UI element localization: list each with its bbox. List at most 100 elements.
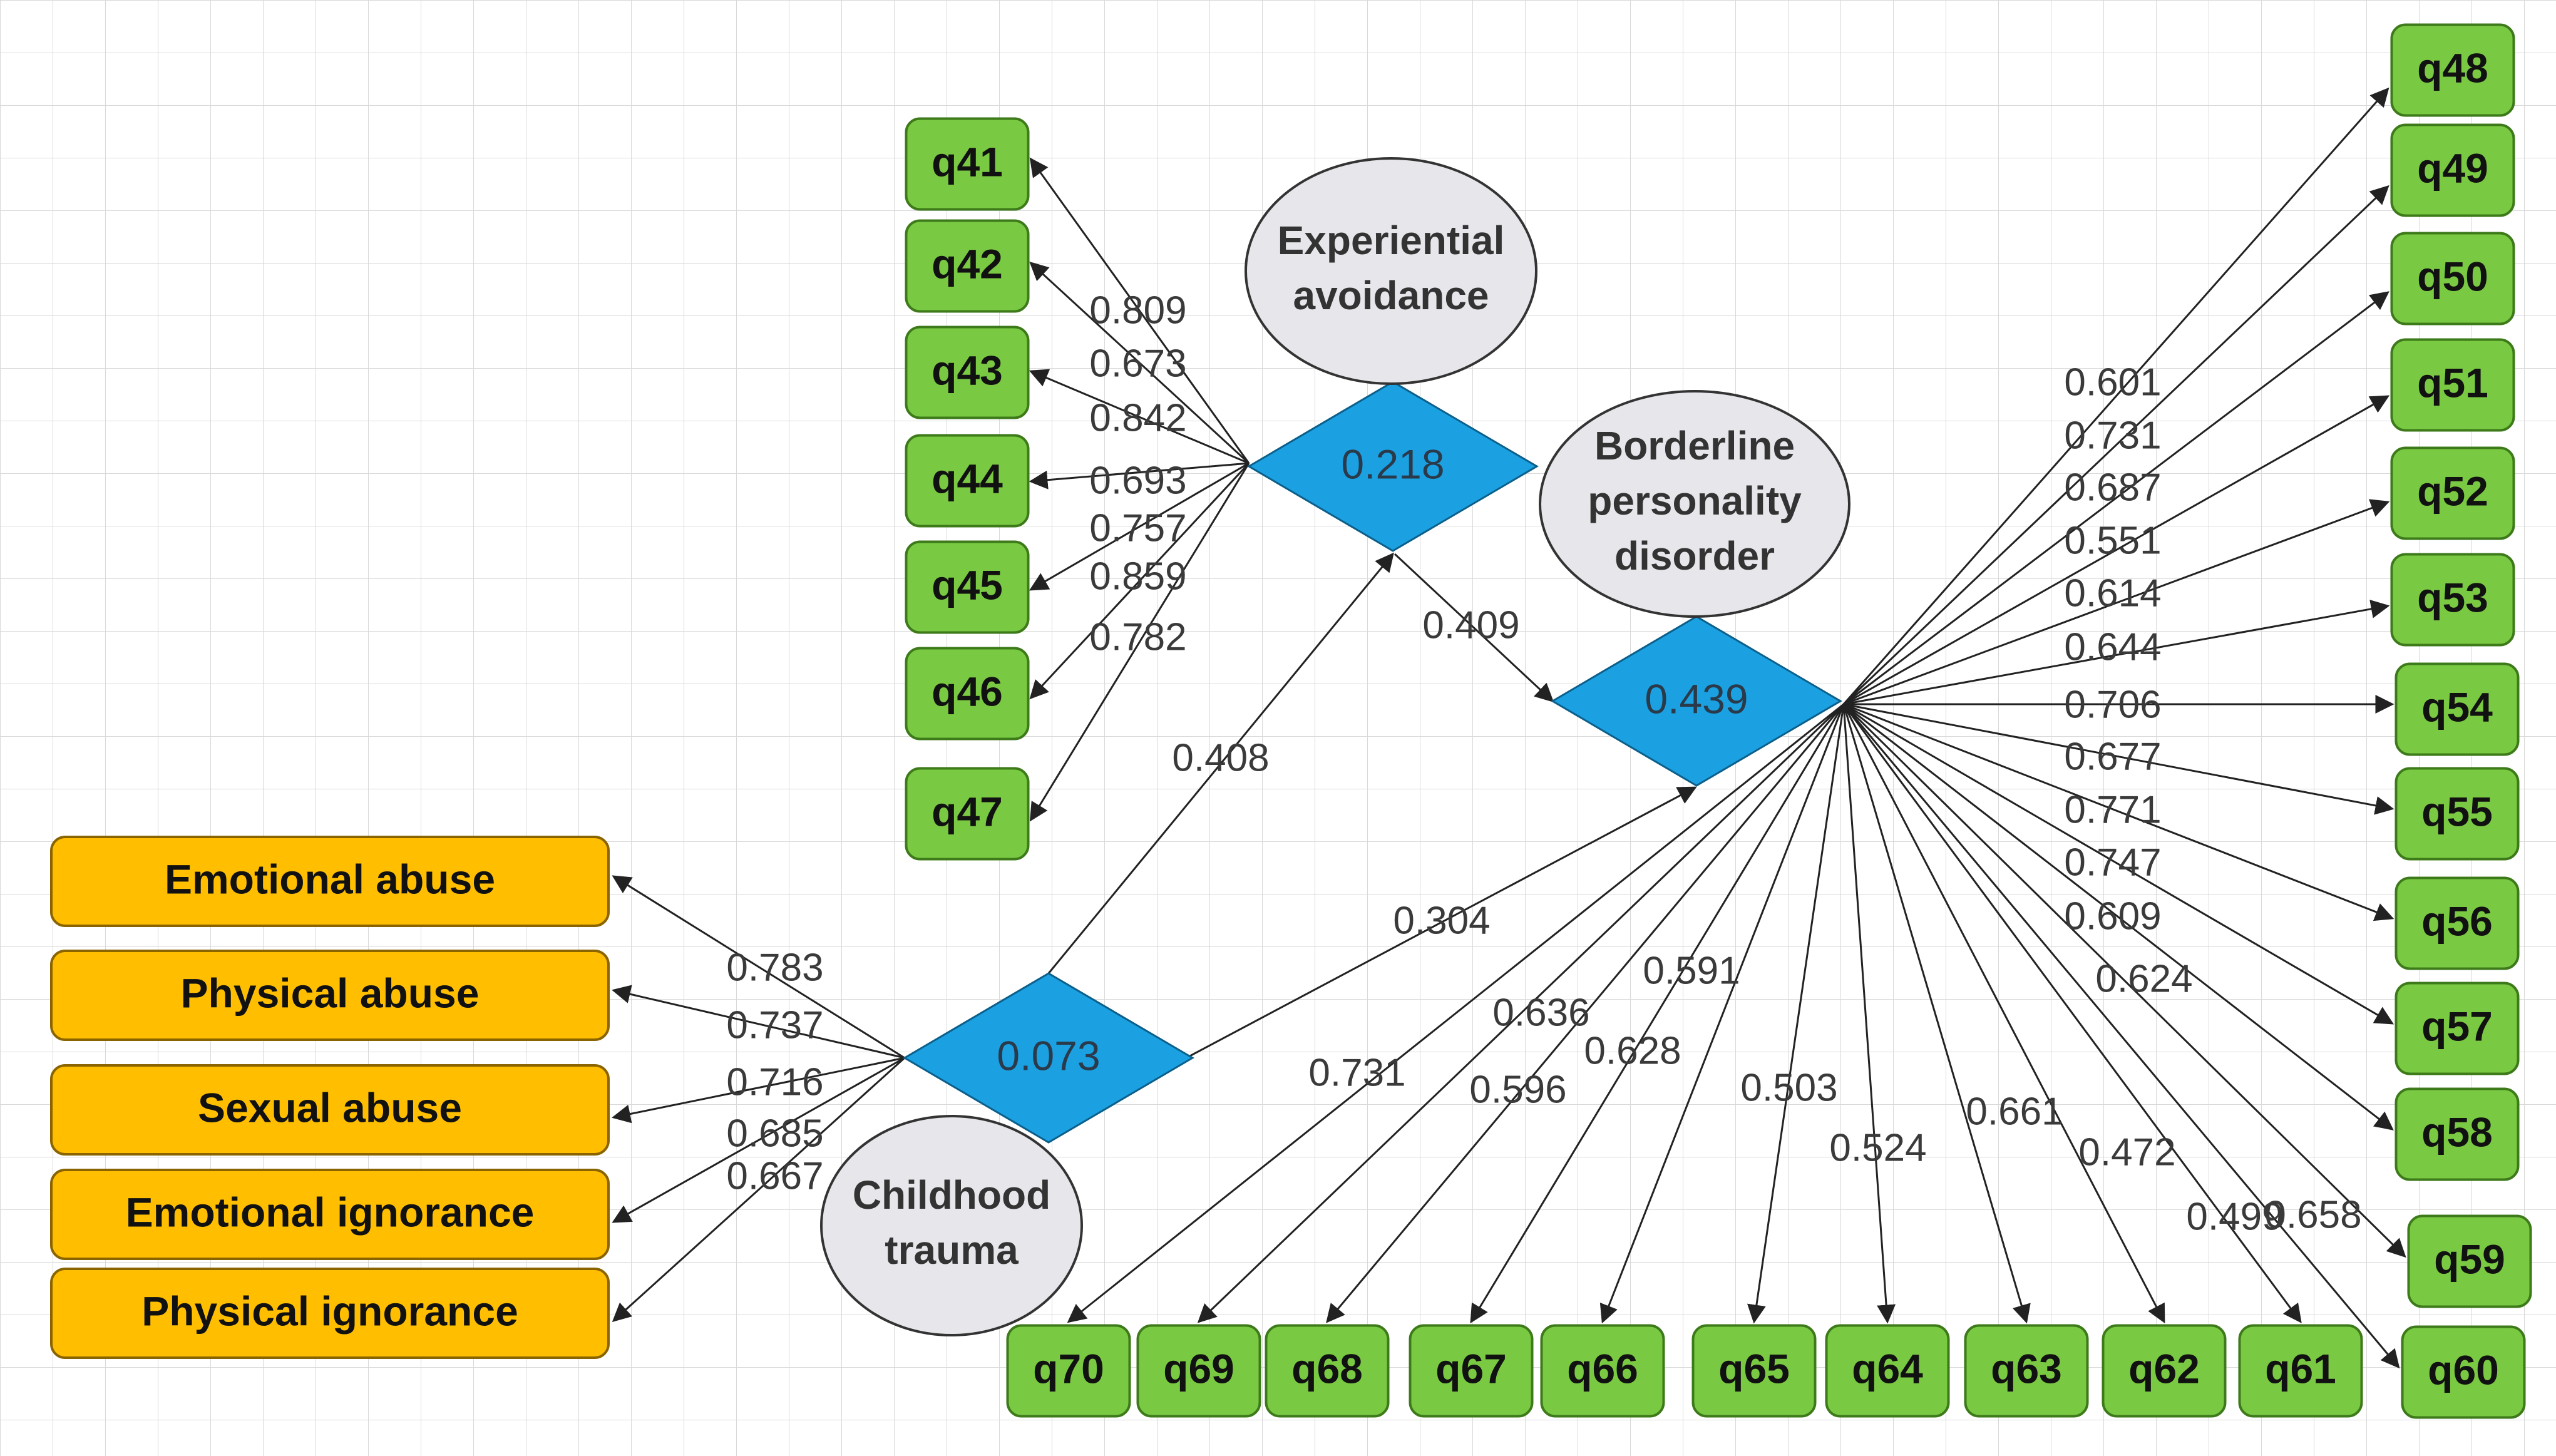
indicator-physical-abuse-label: Physical abuse xyxy=(181,970,480,1016)
loading-q49: 0.731 xyxy=(2064,414,2161,457)
indicator-q54-label: q54 xyxy=(2421,684,2493,730)
loading-arrow-q59 xyxy=(1842,703,2406,1258)
diamond-experiential-avoidance[interactable]: 0.218 xyxy=(1247,381,1539,552)
loading-arrow-q53 xyxy=(1843,600,2390,705)
ellipse-childhood-trauma-label-line: trauma xyxy=(885,1228,1019,1273)
loading-q52: 0.614 xyxy=(2064,572,2161,615)
indicator-q49[interactable]: q49 xyxy=(2390,123,2515,217)
indicator-q54[interactable]: q54 xyxy=(2394,662,2520,756)
indicator-physical-ignorance[interactable]: Physical ignorance xyxy=(50,1268,610,1359)
indicator-q70[interactable]: q70 xyxy=(1006,1324,1131,1418)
indicator-q68-label: q68 xyxy=(1291,1345,1363,1392)
indicator-q62-shape xyxy=(2102,1324,2227,1418)
loading-emotional-ignorance: 0.685 xyxy=(726,1112,823,1155)
indicator-q62[interactable]: q62 xyxy=(2102,1324,2227,1418)
diamond-borderline-personality-disorder[interactable]: 0.439 xyxy=(1551,615,1842,787)
indicator-emotional-ignorance-label: Emotional ignorance xyxy=(126,1189,535,1235)
indicator-q46-shape xyxy=(905,647,1030,741)
indicator-q55-label: q55 xyxy=(2421,788,2493,834)
indicator-q45[interactable]: q45 xyxy=(905,540,1030,634)
indicator-q55-shape xyxy=(2394,767,2520,861)
ellipse-childhood-trauma[interactable]: Childhood trauma xyxy=(820,1115,1083,1336)
loading-arrow-q51 xyxy=(1843,395,2390,705)
path-arrow-ct-to-ea xyxy=(1047,552,1394,974)
path-arrow-ea-to-bpd xyxy=(1393,553,1554,703)
indicator-q50[interactable]: q50 xyxy=(2390,232,2515,326)
indicator-q48[interactable]: q48 xyxy=(2390,23,2515,117)
nodes-layer: q41 q42 q43 q44 q45 q46 q47 q48 q49 q50 q51 q52 q53 q… xyxy=(50,23,2532,1419)
indicator-q47[interactable]: q47 xyxy=(905,767,1030,861)
indicator-physical-abuse[interactable]: Physical abuse xyxy=(50,950,610,1041)
loading-arrow-q49 xyxy=(1842,185,2389,705)
loading-q57: 0.747 xyxy=(2064,841,2161,884)
loading-arrow-q65 xyxy=(1747,704,1845,1324)
indicator-physical-ignorance-shape xyxy=(50,1268,610,1359)
indicator-q43-shape xyxy=(905,326,1030,419)
indicator-q58-label: q58 xyxy=(2421,1109,2493,1155)
indicator-q69[interactable]: q69 xyxy=(1136,1324,1261,1418)
indicator-q61[interactable]: q61 xyxy=(2238,1324,2363,1418)
indicator-q60[interactable]: q60 xyxy=(2401,1325,2526,1419)
loading-arrow-q55 xyxy=(1843,703,2394,815)
loading-q67: 0.628 xyxy=(1584,1029,1681,1072)
indicator-q42[interactable]: q42 xyxy=(905,219,1030,313)
loading-sexual-abuse: 0.716 xyxy=(726,1060,823,1104)
indicator-q43[interactable]: q43 xyxy=(905,326,1030,419)
indicator-q61-label: q61 xyxy=(2265,1345,2336,1392)
loading-arrow-emotional-abuse xyxy=(612,875,905,1059)
indicator-q57[interactable]: q57 xyxy=(2394,982,2520,1075)
indicator-q66[interactable]: q66 xyxy=(1540,1324,1665,1418)
indicator-q67[interactable]: q67 xyxy=(1409,1324,1534,1418)
indicator-q41-label: q41 xyxy=(932,138,1003,185)
indicator-q64[interactable]: q64 xyxy=(1825,1324,1950,1418)
diamond-childhood-trauma-shape xyxy=(903,972,1194,1144)
loading-q58: 0.609 xyxy=(2064,895,2161,938)
indicator-q61-shape xyxy=(2238,1324,2363,1418)
indicator-q64-shape xyxy=(1825,1324,1950,1418)
ellipse-childhood-trauma-shape xyxy=(820,1115,1083,1336)
indicator-q64-label: q64 xyxy=(1852,1345,1923,1392)
loading-q66: 0.591 xyxy=(1643,949,1740,992)
indicator-sexual-abuse[interactable]: Sexual abuse xyxy=(50,1064,610,1156)
loading-q63: 0.661 xyxy=(1966,1090,2063,1133)
indicator-q59[interactable]: q59 xyxy=(2407,1214,2532,1308)
indicator-q46[interactable]: q46 xyxy=(905,647,1030,741)
indicator-q51[interactable]: q51 xyxy=(2390,338,2515,432)
indicator-emotional-abuse[interactable]: Emotional abuse xyxy=(50,836,610,927)
indicator-q63[interactable]: q63 xyxy=(1964,1324,2089,1418)
indicator-q52[interactable]: q52 xyxy=(2390,446,2515,540)
ellipse-childhood-trauma-label-line: Childhood xyxy=(853,1172,1050,1218)
indicator-q55[interactable]: q55 xyxy=(2394,767,2520,861)
indicator-q69-shape xyxy=(1136,1324,1261,1418)
loading-arrow-q42 xyxy=(1029,261,1250,464)
loading-arrow-physical-ignorance xyxy=(612,1057,906,1323)
indicator-q62-label: q62 xyxy=(2128,1345,2200,1392)
indicator-q53[interactable]: q53 xyxy=(2390,553,2515,647)
loading-q64: 0.524 xyxy=(1829,1126,1926,1169)
loading-q48: 0.601 xyxy=(2064,361,2161,404)
loading-q65: 0.503 xyxy=(1740,1066,1837,1109)
indicator-q56[interactable]: q56 xyxy=(2394,876,2520,970)
indicator-q44[interactable]: q44 xyxy=(905,434,1030,528)
indicator-q45-label: q45 xyxy=(932,561,1003,608)
indicator-q50-label: q50 xyxy=(2417,253,2488,299)
loading-arrow-q64 xyxy=(1842,704,1896,1324)
indicator-q68[interactable]: q68 xyxy=(1265,1324,1390,1418)
loading-q51: 0.551 xyxy=(2064,519,2161,562)
indicator-q65[interactable]: q65 xyxy=(1691,1324,1817,1418)
diamond-childhood-trauma[interactable]: 0.073 xyxy=(903,972,1194,1144)
loading-q62: 0.472 xyxy=(2078,1130,2175,1174)
loading-arrow-q41 xyxy=(1029,157,1250,464)
indicator-q48-label: q48 xyxy=(2417,44,2488,91)
indicator-q58[interactable]: q58 xyxy=(2394,1087,2520,1181)
indicator-emotional-ignorance[interactable]: Emotional ignorance xyxy=(50,1169,610,1260)
ellipse-experiential-avoidance-shape xyxy=(1245,157,1537,385)
loading-arrow-q68 xyxy=(1326,704,1845,1323)
path-coefficient-ct-to-bpd: 0.304 xyxy=(1393,899,1490,942)
indicator-q41[interactable]: q41 xyxy=(905,117,1030,211)
loading-arrow-q52 xyxy=(1843,499,2390,705)
indicator-q57-label: q57 xyxy=(2421,1003,2493,1049)
